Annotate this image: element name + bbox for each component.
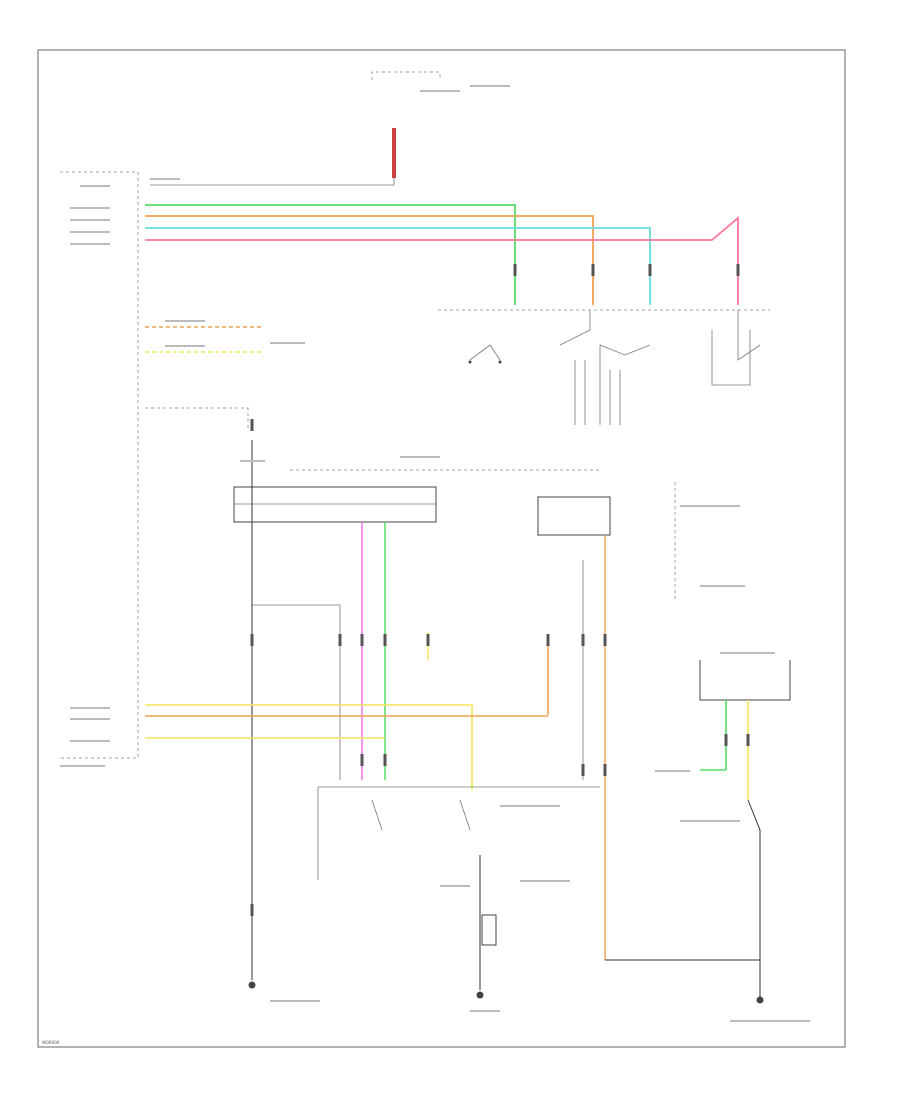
faint-label-11 (680, 505, 740, 507)
connector-pin-4 (250, 419, 254, 431)
wire-cyan-top (145, 227, 651, 305)
connector-pin-9 (426, 634, 430, 646)
faint-label-19 (520, 880, 570, 882)
faint-label-13 (720, 652, 775, 654)
faint-label-27 (470, 85, 510, 87)
connector-pin-11 (581, 634, 585, 646)
faint-label-7 (165, 345, 205, 347)
faint-label-17 (60, 765, 105, 767)
ground-center-icon (476, 991, 484, 999)
faint-label-3 (70, 231, 110, 233)
connector-pin-5 (250, 634, 254, 646)
connector-pin-8 (383, 634, 387, 646)
middle-vertical-wires (251, 440, 606, 980)
connector-pin-17 (250, 904, 254, 916)
wire-green-top (145, 204, 516, 305)
label-blocks (60, 85, 810, 1022)
faint-label-2 (70, 219, 110, 221)
faint-label-20 (440, 885, 470, 887)
faint-label-1 (70, 207, 110, 209)
batt-wire (150, 178, 395, 186)
ground-left-icon (248, 981, 256, 989)
center-component (481, 914, 497, 946)
body-control-module-outline (60, 171, 139, 759)
connector-pin-19 (746, 734, 750, 746)
faint-label-5 (150, 178, 180, 180)
connector-pin-14 (383, 754, 387, 766)
faint-label-12 (700, 585, 745, 587)
switch-assembly-left (468, 344, 502, 364)
connector-pin-2 (648, 264, 652, 276)
connector-pin-18 (724, 734, 728, 746)
connector-pin-7 (360, 634, 364, 646)
connector-dots (250, 264, 750, 916)
faint-label-16 (70, 740, 110, 742)
faint-label-14 (70, 707, 110, 709)
connector-pin-12 (603, 634, 607, 646)
connector-pin-13 (360, 754, 364, 766)
faint-label-10 (400, 456, 440, 458)
faint-label-25 (730, 1020, 810, 1022)
connector-pin-10 (546, 634, 550, 646)
faint-label-15 (70, 718, 110, 720)
faint-label-26 (420, 90, 460, 92)
diagram-frame (37, 49, 846, 1048)
faint-label-4 (70, 243, 110, 245)
bcm-lower-wires (145, 704, 548, 790)
faint-label-22 (655, 770, 690, 772)
wire-orange-top (145, 215, 594, 305)
top-fuse (392, 128, 396, 178)
faint-label-23 (270, 1000, 320, 1002)
connector-pin-3 (736, 264, 740, 276)
relay-block (233, 486, 437, 523)
faint-label-8 (270, 342, 305, 344)
diagram-id: W00000 (42, 1040, 60, 1045)
faint-label-9 (240, 460, 265, 462)
ground-right-icon (756, 996, 764, 1004)
switch-assembly-middle (559, 310, 651, 425)
connector-pin-1 (591, 264, 595, 276)
bcm-colored-wires (145, 204, 739, 305)
top-fuse-block-outline (371, 71, 441, 80)
faint-label-21 (680, 820, 740, 822)
bcm-stub-wires (145, 326, 262, 430)
faint-label-18 (500, 805, 560, 807)
right-module-outline (699, 660, 791, 701)
faint-label-6 (165, 320, 205, 322)
faint-label-0 (80, 185, 110, 187)
connector-pin-16 (603, 764, 607, 776)
lower-switches (371, 799, 471, 831)
relay-right (537, 496, 611, 536)
right-lower-lead (747, 799, 761, 960)
wire-pink-top (145, 216, 739, 305)
connector-pin-6 (338, 634, 342, 646)
switch-assembly-right (711, 310, 761, 386)
faint-label-24 (470, 1010, 500, 1012)
connector-pin-0 (513, 264, 517, 276)
connector-pin-15 (581, 764, 585, 776)
